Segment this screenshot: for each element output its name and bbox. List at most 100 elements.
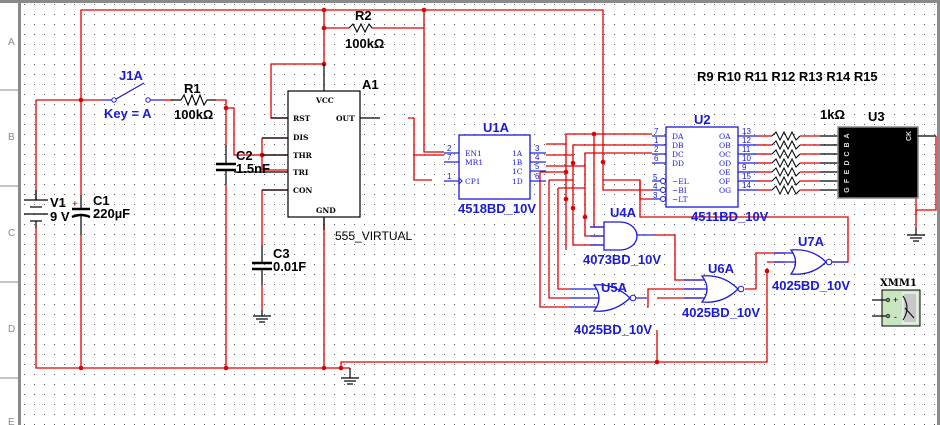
resistor-r9[interactable] bbox=[758, 130, 838, 142]
battery-v1[interactable]: V1 9 V bbox=[24, 190, 70, 228]
ruler-row-a: A bbox=[8, 37, 15, 48]
u3-pin-g: G bbox=[844, 187, 851, 193]
u2-pin-num: 4 bbox=[653, 182, 658, 191]
a1-model: 555_VIRTUAL bbox=[335, 229, 412, 243]
u2-pin-num: 14 bbox=[742, 181, 751, 190]
c1-polarity: + bbox=[72, 199, 78, 210]
resistor-r12[interactable] bbox=[758, 157, 838, 169]
u1a-pin-1c: 1C bbox=[512, 167, 523, 176]
u3-pin-d: D bbox=[844, 160, 851, 165]
capacitor-c3[interactable]: C3 0.01F bbox=[252, 245, 306, 323]
row-ruler: A B C D E bbox=[0, 3, 21, 425]
nor-gate-u7a[interactable]: U7A 4025BD_10V bbox=[772, 234, 850, 293]
u1a-ref: U1A bbox=[483, 120, 510, 135]
a1-pin-vcc: VCC bbox=[315, 96, 334, 105]
u2-pin-da: DA bbox=[672, 132, 684, 141]
r2-value: 100kΩ bbox=[345, 36, 384, 51]
ruler-row-e: E bbox=[8, 417, 15, 425]
u3-pin-b: B bbox=[844, 142, 851, 147]
u1a-pin-cp1: CP1 bbox=[465, 177, 481, 186]
resistor-r15[interactable] bbox=[758, 184, 838, 196]
capacitor-c1[interactable]: + C1 220µF bbox=[71, 193, 130, 235]
a1-pin-gnd: GND bbox=[316, 206, 336, 215]
u2-pin-num: 15 bbox=[742, 172, 751, 181]
a1-pin-out: OUT bbox=[336, 114, 355, 123]
r1-value: 100kΩ bbox=[174, 107, 213, 122]
and-gate-u4a[interactable]: U4A 4073BD_10V bbox=[583, 205, 661, 267]
u7a-ref: U7A bbox=[798, 234, 825, 249]
counter-u1a[interactable]: 2 7 1 EN1 MR1 CP1 1A 1B 1C 1D 3 4 5 6 U1… bbox=[444, 120, 546, 216]
r2-ref: R2 bbox=[355, 8, 372, 23]
u2-pin-od: OD bbox=[719, 159, 731, 168]
u2-pin-num: 13 bbox=[742, 127, 751, 136]
c2-value: 1.5nF bbox=[236, 161, 270, 176]
grid bbox=[20, 4, 938, 425]
a1-pin-rst: RST bbox=[293, 114, 311, 123]
u1a-pin-num: 4 bbox=[535, 153, 540, 162]
timer-555-a1[interactable]: VCC RST OUT DIS THR TRI CON GND A1 555_V… bbox=[234, 64, 412, 243]
right-border bbox=[937, 0, 940, 425]
a1-pin-dis: DIS bbox=[293, 133, 308, 142]
u1a-pin-1a: 1A bbox=[512, 149, 523, 158]
u2-pin-num: 9 bbox=[742, 163, 747, 172]
u2-right-pins bbox=[738, 135, 758, 191]
u2-pin-dc: DC bbox=[672, 150, 684, 159]
resistor-r10[interactable] bbox=[758, 139, 838, 151]
decoder-u2[interactable]: 7 1 2 6 5 4 3 DA DB DC DD ~EL ~BI ~LT OA… bbox=[652, 112, 769, 224]
c3-value: 0.01F bbox=[273, 259, 306, 274]
c1-ref: C1 bbox=[93, 193, 110, 208]
u1a-pin-num: 7 bbox=[447, 153, 452, 162]
c2-ref: C2 bbox=[236, 148, 253, 163]
multimeter-xmm1[interactable]: + - XMM1 bbox=[872, 278, 921, 327]
u2-pin-num: 10 bbox=[742, 154, 751, 163]
u2-ref: U2 bbox=[694, 112, 711, 127]
u3-pin-ck: CK bbox=[906, 131, 913, 141]
u3-pin-c: C bbox=[844, 151, 851, 156]
r1-ref: R1 bbox=[184, 81, 201, 96]
u2-pin-of: OF bbox=[719, 177, 730, 186]
resistor-r14[interactable] bbox=[758, 175, 838, 187]
nor-gate-u5a[interactable]: U5A 4025BD_10V bbox=[570, 280, 652, 337]
ground-symbol bbox=[341, 368, 359, 385]
u1a-pin-num: 2 bbox=[447, 144, 452, 153]
u3-pin-e: E bbox=[844, 169, 851, 174]
resistor-array-refs: R9 R10 R11 R12 R13 R14 R15 bbox=[697, 69, 878, 84]
a1-pin-thr: THR bbox=[293, 151, 313, 160]
ruler-row-d: D bbox=[8, 324, 15, 335]
u1a-pin-num: 5 bbox=[535, 162, 540, 171]
resistor-r13[interactable] bbox=[758, 166, 838, 178]
u2-pin-num: 7 bbox=[654, 127, 659, 136]
ruler-row-b: B bbox=[8, 132, 15, 143]
resistor-r2[interactable]: R2 100kΩ bbox=[345, 8, 384, 51]
u1a-pin-1d: 1D bbox=[512, 177, 523, 186]
c1-value: 220µF bbox=[93, 206, 130, 221]
u1a-pin-en1: EN1 bbox=[465, 149, 482, 158]
u2-pin-oa: OA bbox=[719, 132, 731, 141]
u3-ref: U3 bbox=[868, 109, 885, 124]
xmm1-minus: - bbox=[894, 312, 897, 322]
top-border bbox=[0, 0, 940, 3]
u2-pin-lt: ~LT bbox=[672, 195, 688, 204]
u1a-pin-num: 6 bbox=[535, 172, 540, 181]
u7a-model: 4025BD_10V bbox=[772, 278, 850, 293]
nor-gate-u6a[interactable]: U6A 4025BD_10V bbox=[682, 261, 760, 320]
u1a-model: 4518BD_10V bbox=[458, 201, 536, 216]
u1a-pin-1b: 1B bbox=[512, 158, 523, 167]
junctions bbox=[78, 7, 770, 371]
u3-pin-a: A bbox=[844, 133, 851, 138]
v1-value: 9 V bbox=[50, 209, 70, 224]
resistor-r11[interactable] bbox=[758, 148, 838, 160]
u2-pin-el: ~EL bbox=[672, 177, 689, 186]
u1a-pin-num: 3 bbox=[535, 144, 540, 153]
switch-j1a[interactable]: J1A Key = A bbox=[102, 68, 163, 121]
u4a-model: 4073BD_10V bbox=[583, 252, 661, 267]
a1-pin-con: CON bbox=[293, 186, 313, 195]
u2-pin-num: 2 bbox=[654, 145, 659, 154]
u2-pin-dd: DD bbox=[672, 159, 684, 168]
xmm1-ref: XMM1 bbox=[880, 278, 917, 289]
resistor-r1[interactable]: R1 100kΩ bbox=[171, 81, 216, 122]
resistor-array[interactable]: R9 R10 R11 R12 R13 R14 R15 1kΩ bbox=[697, 69, 878, 196]
j1a-key: Key = A bbox=[104, 106, 152, 121]
